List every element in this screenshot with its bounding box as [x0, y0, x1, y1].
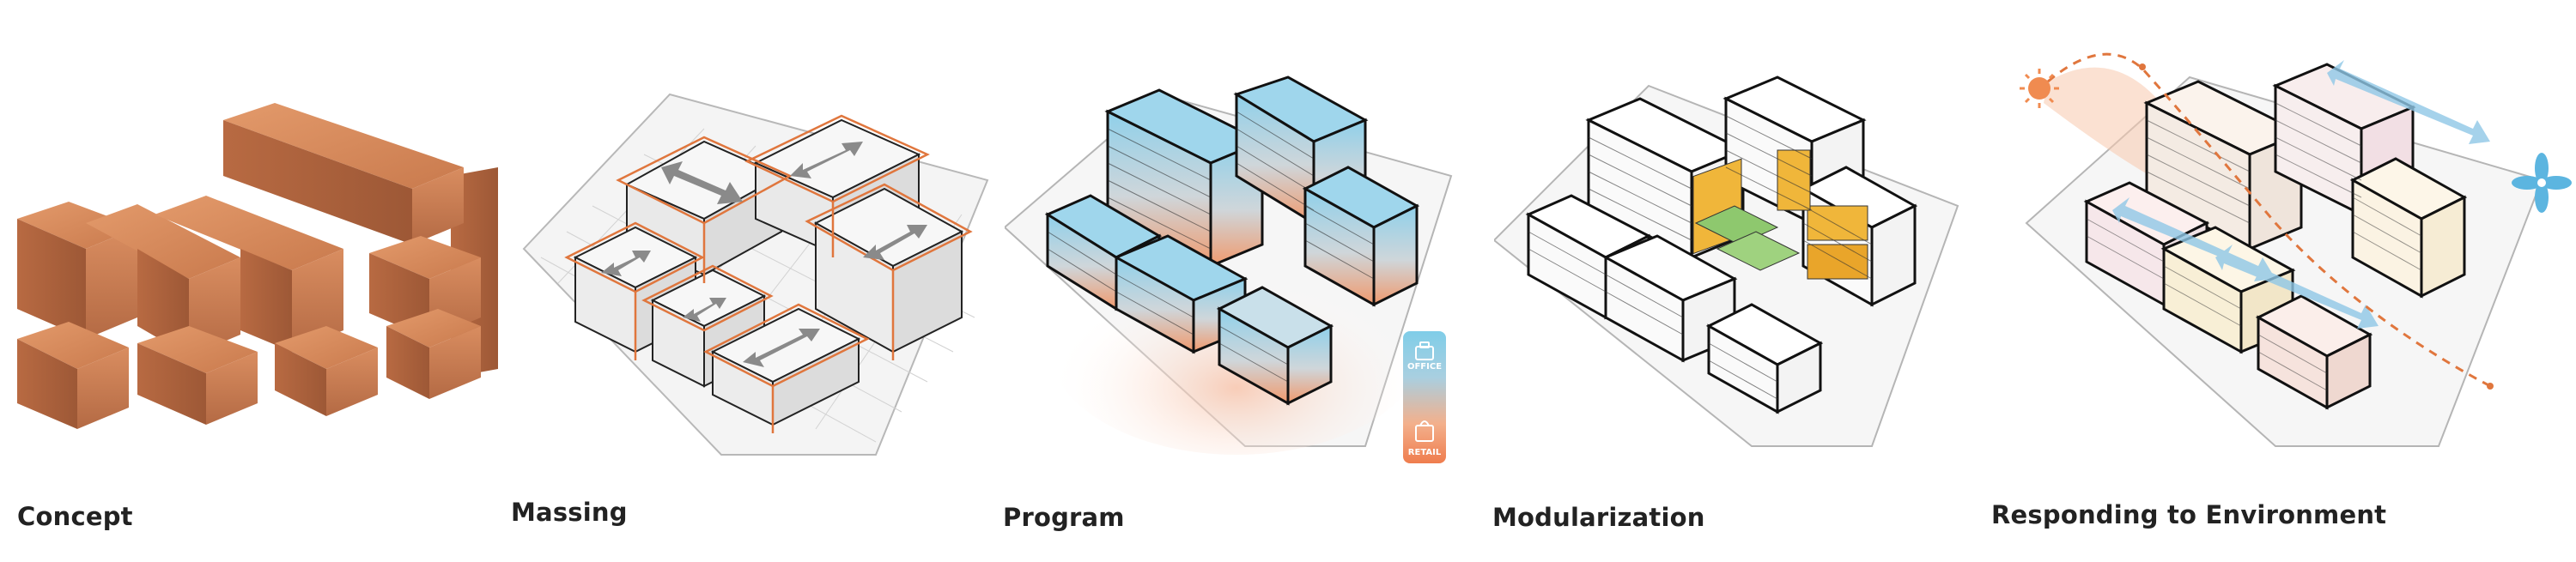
modularization-diagram — [1494, 76, 1959, 447]
massing-panel: Massing — [507, 0, 1005, 562]
program-legend: OFFICE RETAIL — [1403, 331, 1446, 463]
sun-icon — [2020, 69, 2059, 108]
caption-environment: Responding to Environment — [1991, 500, 2387, 529]
caption-concept: Concept — [17, 502, 133, 531]
legend-retail-label: RETAIL — [1407, 448, 1442, 457]
environment-panel: Responding to Environment — [1991, 0, 2576, 562]
legend-office-label: OFFICE — [1406, 362, 1443, 372]
modularization-panel: Modularization — [1492, 0, 1975, 562]
fan-icon — [2512, 153, 2572, 213]
caption-program: Program — [1003, 503, 1125, 532]
concept-panel: Concept — [17, 0, 498, 562]
shopping-bag-icon — [1415, 420, 1434, 442]
briefcase-icon — [1415, 341, 1434, 360]
program-diagram — [1005, 76, 1453, 455]
caption-massing: Massing — [511, 498, 628, 527]
wood-blocks-image — [17, 103, 498, 429]
program-panel: Program — [1003, 0, 1485, 562]
massing-diagram — [522, 93, 989, 456]
environment-diagram — [2020, 52, 2572, 447]
caption-modularization: Modularization — [1492, 503, 1705, 532]
